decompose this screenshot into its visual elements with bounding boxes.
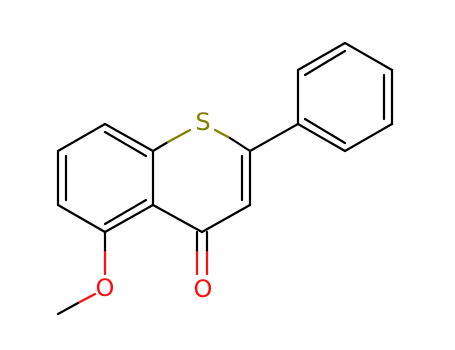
bond (166, 128, 192, 144)
bond (103, 198, 148, 226)
bond (296, 41, 347, 72)
bond (228, 136, 252, 153)
bond (303, 49, 347, 77)
bond (56, 122, 107, 153)
methoxy-oxygen-label: O (96, 274, 115, 302)
bond (103, 203, 155, 234)
sulfur-atom-label: S (195, 108, 210, 136)
carbonyl-group (195, 230, 209, 276)
bond (200, 203, 252, 234)
bond (56, 203, 107, 234)
bond (103, 130, 148, 158)
bond (303, 117, 347, 145)
bond (103, 122, 155, 153)
carbonyl-oxygen-label: O (194, 275, 213, 303)
bond (151, 140, 170, 153)
phenyl-ring (248, 41, 394, 153)
bond (76, 292, 97, 305)
benzo-ring (56, 122, 155, 234)
bond (248, 122, 300, 153)
bond (343, 122, 394, 153)
bond (343, 41, 394, 72)
bond (151, 203, 204, 234)
bond (56, 301, 80, 316)
methoxy-group (56, 230, 107, 316)
thiopyranone-ring (151, 128, 252, 234)
bond (296, 122, 347, 153)
bond (213, 128, 232, 140)
